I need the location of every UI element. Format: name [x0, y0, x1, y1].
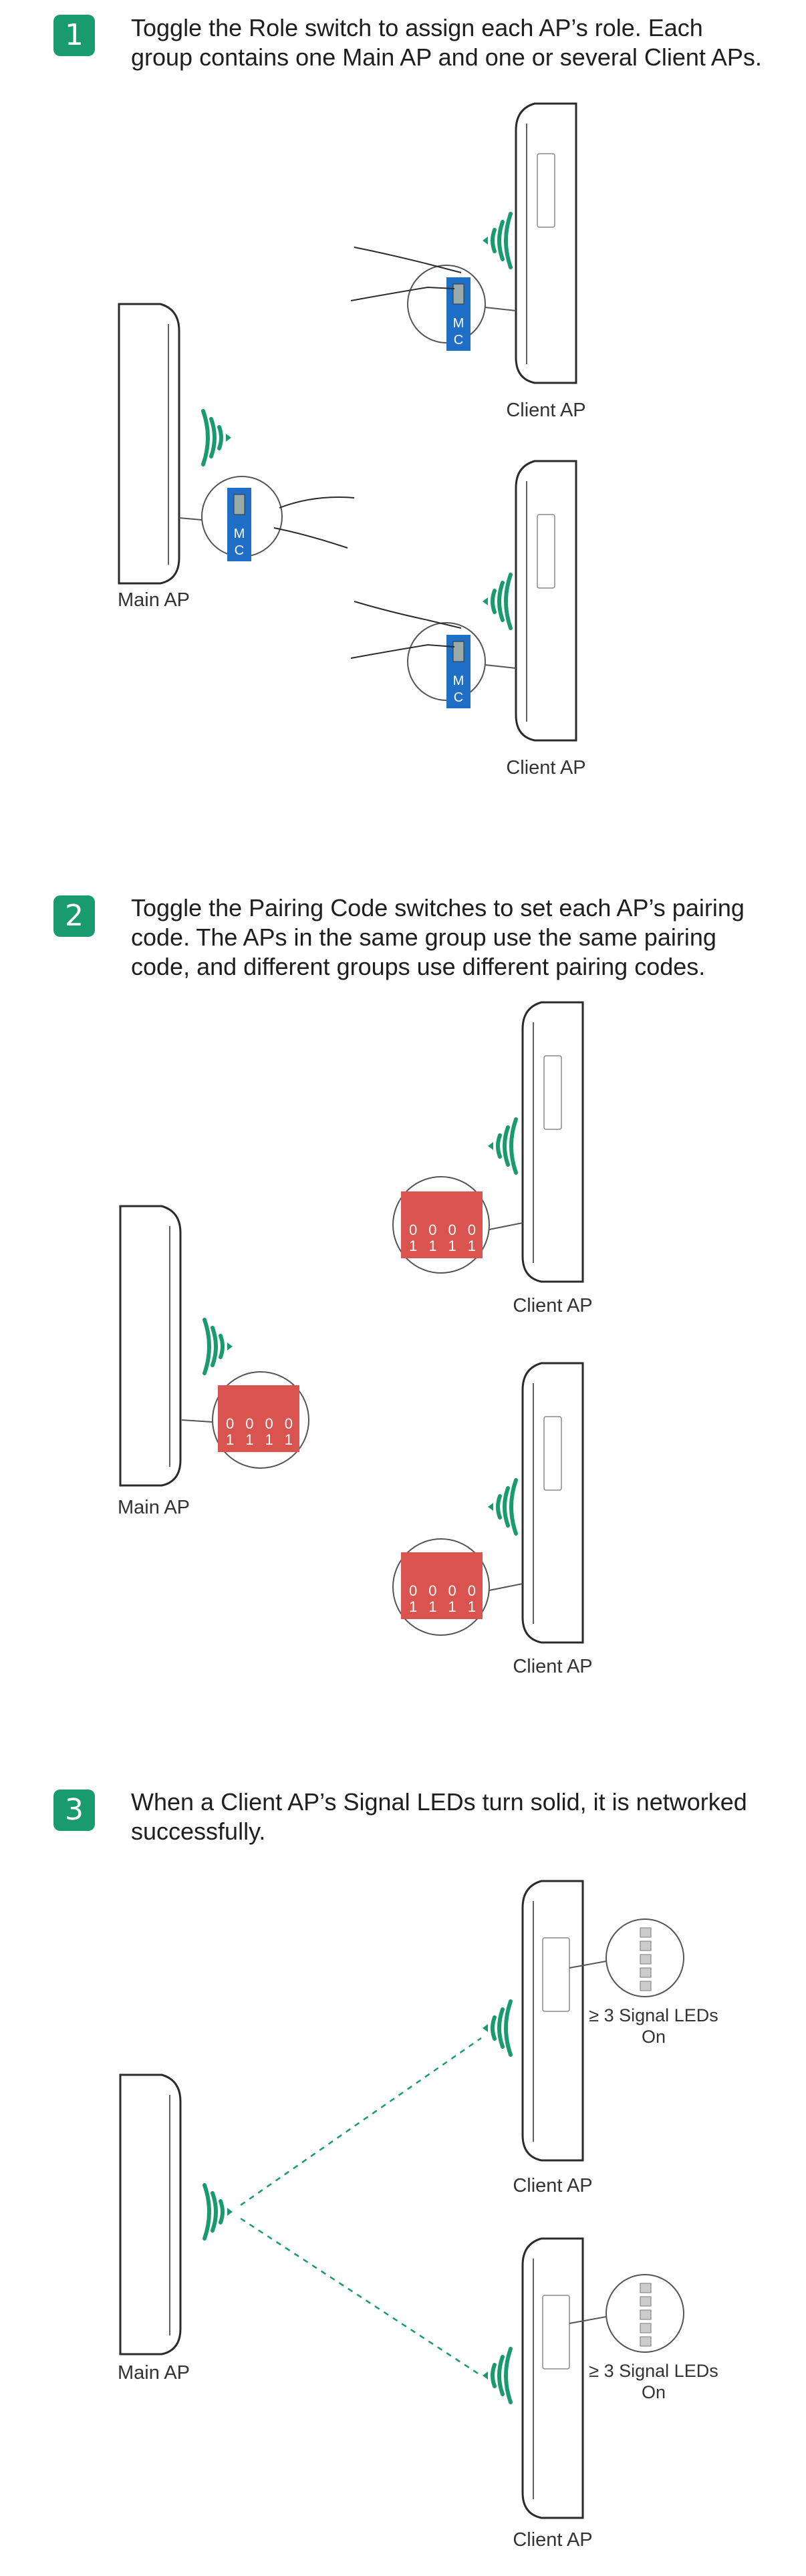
dip-digit: 0 [284, 1415, 293, 1432]
wifi-icon [203, 411, 231, 464]
wifi-icon [483, 575, 511, 628]
dip-digit: 1 [265, 1431, 273, 1448]
svg-text:C: C [454, 690, 463, 705]
main-ap-label: Main AP [118, 1497, 190, 1518]
dip-digit: 1 [448, 1238, 456, 1254]
step-3-line-2: successfully. [131, 1818, 266, 1845]
client-ap-label: Client AP [506, 400, 586, 421]
client-ap-2b [521, 1362, 584, 1644]
client-ap-label: Client AP [506, 757, 586, 778]
dip-digit: 1 [467, 1598, 476, 1615]
signal-leds [640, 1927, 652, 1991]
main-ap-label: Main AP [118, 2362, 190, 2384]
wifi-icon [205, 2185, 233, 2239]
signal-led-note: ≥ 3 Signal LEDs On [573, 2360, 734, 2403]
main-ap-label: Main AP [118, 589, 190, 611]
wifi-icon [488, 1480, 516, 1534]
dip-digit: 0 [245, 1415, 254, 1432]
step-3-instruction: When a Client AP’s Signal LEDs turn soli… [131, 1787, 799, 1846]
wifi-icon [483, 214, 511, 267]
main-ap-3 [119, 2073, 182, 2355]
step-3-line-1: When a Client AP’s Signal LEDs turn soli… [131, 1788, 747, 1816]
dip-digit: 0 [409, 1582, 418, 1599]
wireless-link [240, 2037, 482, 2206]
signal-led-note-line-1: ≥ 3 Signal LEDs [589, 2361, 718, 2381]
main-ap-2 [119, 1205, 182, 1487]
signal-leds [640, 2283, 652, 2347]
step-2-line-2: code. The APs in the same group use the … [131, 923, 716, 951]
switch-letter-m: M [453, 316, 464, 331]
step-2-line-1: Toggle the Pairing Code switches to set … [131, 894, 745, 921]
client-ap-label: Client AP [513, 1656, 593, 1677]
dip-digit: 0 [448, 1222, 456, 1238]
step-2-line-3: code, and different groups use different… [131, 953, 706, 980]
signal-led-note-line-1: ≥ 3 Signal LEDs [589, 2005, 718, 2025]
wifi-icon [488, 1119, 516, 1173]
dip-digit: 0 [448, 1582, 456, 1599]
dip-digit: 1 [409, 1238, 418, 1254]
dip-digit: 1 [428, 1598, 437, 1615]
client-ap-label: Client AP [513, 1295, 593, 1316]
client-ap-1a [515, 102, 577, 384]
step-1-line-2: group contains one Main AP and one or se… [131, 43, 762, 71]
step-1-line-1: Toggle the Role switch to assign each AP… [131, 14, 703, 41]
dip-digit: 1 [245, 1431, 254, 1448]
dip-digit: 1 [284, 1431, 293, 1448]
dip-digit: 0 [428, 1222, 437, 1238]
dip-digit: 1 [409, 1598, 418, 1615]
client-ap-1b [515, 460, 577, 742]
dip-digit: 1 [467, 1238, 476, 1254]
dip-digit: 1 [448, 1598, 456, 1615]
client-ap-2a [521, 1001, 584, 1283]
client-ap-label: Client AP [513, 2529, 593, 2551]
dip-digit: 0 [409, 1222, 418, 1238]
dip-digit: 1 [428, 1238, 437, 1254]
wifi-icon [205, 1320, 233, 1373]
svg-text:M: M [453, 674, 464, 688]
svg-text:C: C [235, 543, 244, 558]
step-1-instruction: Toggle the Role switch to assign each AP… [131, 13, 799, 72]
step-1-badge: 1 [53, 15, 95, 56]
signal-led-note: ≥ 3 Signal LEDs On [573, 2005, 734, 2047]
dip-digit: 0 [428, 1582, 437, 1599]
dip-digit: 0 [265, 1415, 273, 1432]
dip-digit: 0 [467, 1222, 476, 1238]
step-2-badge: 2 [53, 895, 95, 937]
signal-led-note-line-2: On [641, 2027, 666, 2047]
step-3-badge: 3 [53, 1790, 95, 1831]
wifi-icon [483, 2349, 511, 2402]
dip-digit: 1 [226, 1431, 235, 1448]
client-ap-label: Client AP [513, 2175, 593, 2196]
wifi-icon [483, 2001, 511, 2055]
step-2-instruction: Toggle the Pairing Code switches to set … [131, 893, 799, 982]
wireless-link [240, 2217, 482, 2377]
signal-led-note-line-2: On [641, 2382, 666, 2402]
switch-letter-c: C [454, 333, 463, 347]
dip-digit: 0 [467, 1582, 476, 1599]
svg-text:M: M [234, 527, 245, 541]
main-ap-1 [118, 303, 180, 585]
dip-digit: 0 [226, 1415, 235, 1432]
